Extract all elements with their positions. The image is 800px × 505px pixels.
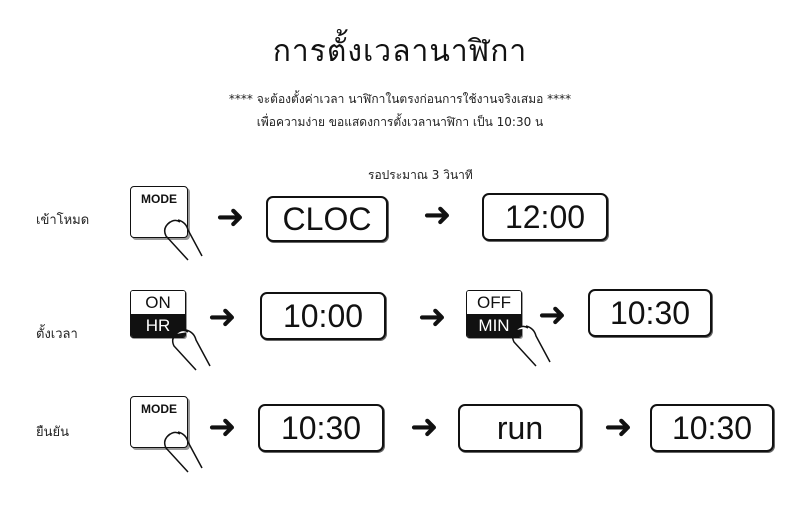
display-run: run [458, 404, 582, 452]
arrow-right-icon: ➜ [604, 407, 633, 447]
arrow-right-icon: ➜ [410, 407, 439, 447]
row-label-set-time: ตั้งเวลา [36, 327, 78, 342]
arrow-right-icon: ➜ [208, 297, 237, 337]
hr-button-on-label: ON [131, 291, 185, 314]
finger-press-icon [511, 325, 551, 367]
mode-button[interactable]: MODE [130, 396, 188, 448]
arrow-right-icon: ➜ [418, 297, 447, 337]
min-button-min-label: MIN [467, 314, 521, 337]
mode-button-label: MODE [141, 402, 177, 416]
display-10-30: 10:30 [588, 289, 712, 337]
mode-button-label: MODE [141, 192, 177, 206]
finger-press-icon [163, 431, 203, 473]
mode-button[interactable]: MODE [130, 186, 188, 238]
display-12-00: 12:00 [482, 193, 608, 241]
warning-note: **** จะต้องตั้งค่าเวลา นาฬิกาในตรงก่อนกา… [228, 92, 572, 106]
display-10-30-final: 10:30 [650, 404, 774, 452]
row-label-enter-mode: เข้าโหมด [36, 213, 90, 228]
arrow-right-icon: ➜ [423, 195, 452, 235]
arrow-right-icon: ➜ [208, 407, 237, 447]
arrow-right-icon: ➜ [538, 295, 567, 335]
display-cloc: CLOC [266, 196, 388, 242]
min-button-off-label: OFF [467, 291, 521, 314]
hr-button[interactable]: ON HR [130, 290, 186, 338]
page-title: การตั้งเวลานาฬิกา [272, 34, 528, 69]
display-10-00: 10:00 [260, 292, 386, 340]
finger-press-icon [163, 219, 203, 261]
hr-button-hr-label: HR [131, 314, 185, 337]
wait-label: รอประมาณ 3 วินาที [368, 168, 473, 182]
min-button[interactable]: OFF MIN [466, 290, 522, 338]
example-note: เพื่อความง่าย ขอแสดงการตั้งเวลานาฬิกา เป… [256, 115, 544, 129]
arrow-right-icon: ➜ [216, 197, 245, 237]
display-10-30: 10:30 [258, 404, 384, 452]
row-label-confirm: ยืนยัน [36, 425, 70, 440]
finger-press-icon [171, 329, 211, 371]
